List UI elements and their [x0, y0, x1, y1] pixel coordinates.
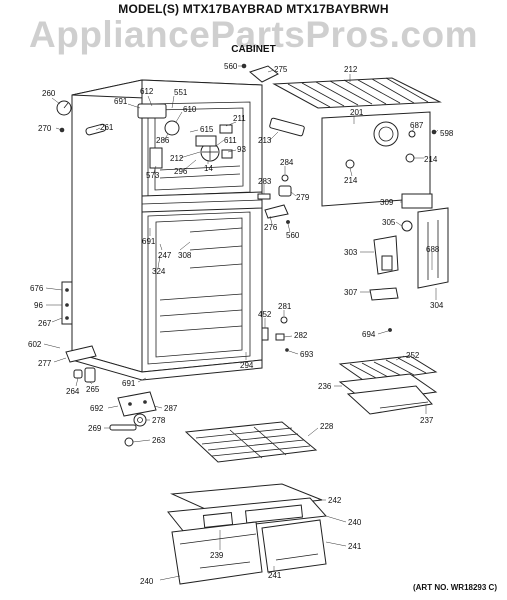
- crisper-assembly: [338, 355, 438, 415]
- part-label: 691: [114, 97, 128, 106]
- part-label: 239: [210, 551, 224, 560]
- part-label: 560: [286, 231, 300, 240]
- part-label: 93: [237, 145, 246, 154]
- leader-lines: [43, 65, 439, 581]
- part-label: 261: [100, 123, 114, 132]
- part-label: 96: [34, 301, 43, 310]
- part-label: 692: [90, 404, 104, 413]
- part-label: 551: [174, 88, 188, 97]
- dispenser-parts: [369, 207, 449, 332]
- part-label: 294: [240, 361, 254, 370]
- part-label: 264: [66, 387, 80, 396]
- part-label: 303: [344, 248, 358, 257]
- part-label: 277: [38, 359, 52, 368]
- top-bracket: [241, 63, 279, 83]
- part-label: 305: [382, 218, 396, 227]
- part-label: 279: [296, 193, 310, 202]
- art-number: (ART NO. WR18293 C): [412, 583, 497, 592]
- part-label: 304: [430, 301, 444, 310]
- part-label: 252: [406, 351, 420, 360]
- part-label: 236: [318, 382, 332, 391]
- part-label: 276: [264, 223, 278, 232]
- part-label: 265: [86, 385, 100, 394]
- part-label: 14: [204, 164, 213, 173]
- part-label: 283: [258, 177, 272, 186]
- watermark: AppliancePartsPros.com: [29, 14, 478, 55]
- part-label: 278: [152, 416, 166, 425]
- drawer-assembly: [167, 483, 328, 585]
- part-label: 452: [258, 310, 272, 319]
- part-label: 287: [164, 404, 178, 413]
- part-label: 687: [410, 121, 424, 130]
- small-parts: [261, 316, 289, 352]
- part-label: 284: [280, 158, 294, 167]
- part-number-labels: 560 275 212 260 612 551 691 610 201 270 …: [28, 62, 454, 586]
- bottom-hinge-parts: [109, 391, 157, 447]
- left-hinge-parts: [61, 281, 97, 383]
- part-label: 260: [42, 89, 56, 98]
- fan-assembly: [137, 103, 233, 169]
- model-title: MODEL(S) MTX17BAYBRAD MTX17BAYBRWH: [118, 2, 389, 16]
- part-label: 286: [156, 136, 170, 145]
- part-label: 237: [420, 416, 434, 425]
- part-label: 602: [28, 340, 42, 349]
- part-label: 241: [268, 571, 282, 580]
- part-label: 560: [224, 62, 238, 71]
- part-label: 240: [140, 577, 154, 586]
- part-label: 228: [320, 422, 334, 431]
- section-title: CABINET: [231, 44, 276, 55]
- part-label: 241: [348, 542, 362, 551]
- part-label: 610: [183, 105, 197, 114]
- part-label: 296: [174, 167, 188, 176]
- part-label: 324: [152, 267, 166, 276]
- part-label: 240: [348, 518, 362, 527]
- part-label: 309: [380, 198, 394, 207]
- part-label: 247: [158, 251, 172, 260]
- part-label: 212: [344, 65, 358, 74]
- part-label: 281: [278, 302, 292, 311]
- part-label: 267: [38, 319, 52, 328]
- part-label: 214: [424, 155, 438, 164]
- part-label: 307: [344, 288, 358, 297]
- part-label: 242: [328, 496, 342, 505]
- part-label: 611: [224, 136, 237, 145]
- part-label: 688: [426, 245, 440, 254]
- part-label: 214: [344, 176, 358, 185]
- part-label: 212: [170, 154, 184, 163]
- part-label: 615: [200, 125, 214, 134]
- part-label: 269: [88, 424, 102, 433]
- part-label: 693: [300, 350, 314, 359]
- part-label: 263: [152, 436, 166, 445]
- damper-parts: [257, 174, 292, 224]
- part-label: 213: [258, 136, 272, 145]
- part-label: 612: [140, 87, 154, 96]
- wire-shelf-228: [184, 421, 318, 463]
- part-label: 691: [142, 237, 156, 246]
- wire-shelf-212: [272, 77, 442, 109]
- control-knob: [56, 100, 107, 136]
- part-label: 308: [178, 251, 192, 260]
- part-label: 573: [146, 171, 160, 180]
- part-label: 275: [274, 65, 288, 74]
- part-label: 282: [294, 331, 308, 340]
- part-label: 211: [233, 114, 246, 123]
- label-plate: [401, 193, 433, 209]
- part-label: 270: [38, 124, 52, 133]
- part-label: 694: [362, 330, 376, 339]
- part-label: 691: [122, 379, 136, 388]
- part-label: 676: [30, 284, 44, 293]
- part-label: 598: [440, 129, 454, 138]
- part-label: 201: [350, 108, 364, 117]
